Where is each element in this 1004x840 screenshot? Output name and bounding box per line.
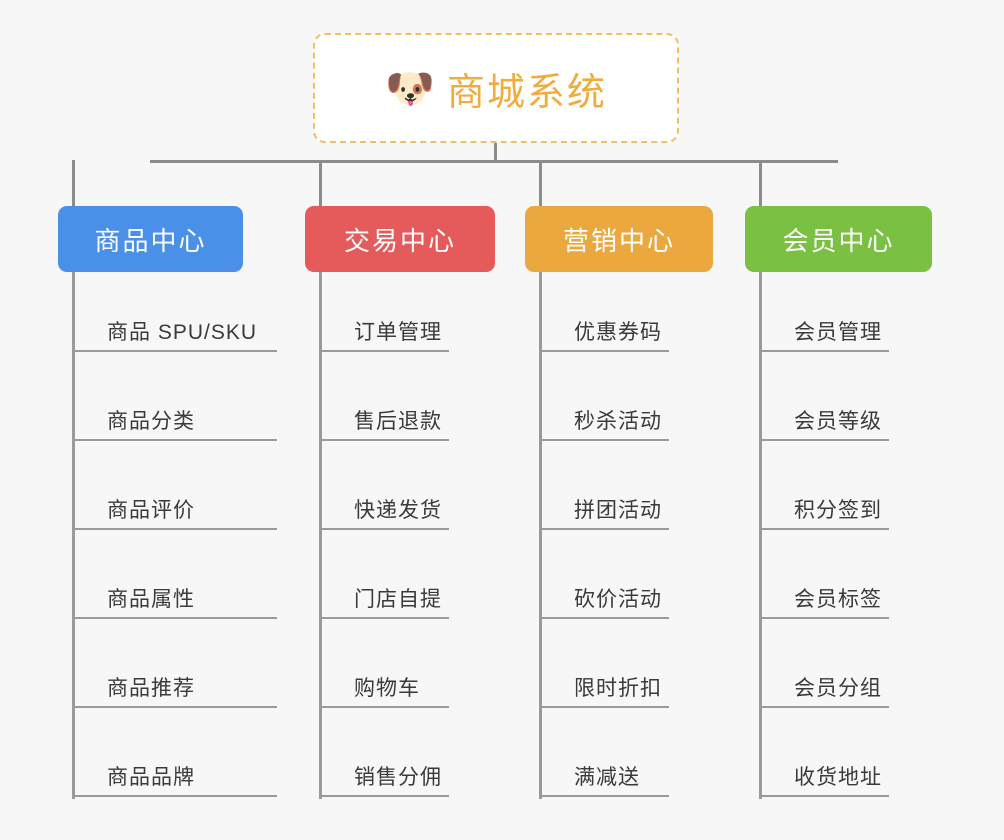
connector-branch-stem-product-center bbox=[72, 160, 75, 206]
branch-header-marketing-center[interactable]: 营销中心 bbox=[525, 206, 713, 272]
branch-trunk-marketing-center bbox=[539, 272, 542, 799]
leaf-underline bbox=[319, 795, 449, 797]
branch-trunk-member-center bbox=[759, 272, 762, 799]
leaf-item-label: 会员分组 bbox=[794, 677, 882, 700]
dog-face-icon: 🐶 bbox=[385, 67, 435, 111]
leaf-item-label: 优惠券码 bbox=[574, 321, 662, 344]
root-title: 商城系统 bbox=[446, 71, 607, 114]
leaf-item-label: 售后退款 bbox=[354, 410, 442, 433]
leaf-item-label: 购物车 bbox=[354, 677, 420, 700]
leaf-item-label: 会员等级 bbox=[794, 410, 882, 433]
leaf-item-label: 快递发货 bbox=[354, 499, 442, 522]
leaf-underline bbox=[72, 706, 277, 708]
leaf-underline bbox=[539, 439, 669, 441]
leaf-item-label: 门店自提 bbox=[354, 588, 442, 611]
leaf-underline bbox=[319, 350, 449, 352]
leaf-item-label: 会员标签 bbox=[794, 588, 882, 611]
branch-header-trade-center[interactable]: 交易中心 bbox=[305, 206, 495, 272]
leaf-item-label: 商品 SPU/SKU bbox=[107, 321, 258, 344]
leaf-underline bbox=[319, 706, 449, 708]
leaf-underline bbox=[539, 706, 669, 708]
leaf-underline bbox=[319, 617, 449, 619]
leaf-item-label: 收货地址 bbox=[794, 766, 882, 789]
branch-header-member-center[interactable]: 会员中心 bbox=[745, 206, 932, 272]
leaf-item-label: 会员管理 bbox=[794, 321, 882, 344]
leaf-underline bbox=[759, 617, 889, 619]
leaf-underline bbox=[759, 528, 889, 530]
leaf-underline bbox=[539, 528, 669, 530]
leaf-underline bbox=[72, 439, 277, 441]
leaf-item-label: 积分签到 bbox=[794, 499, 882, 522]
leaf-item-label: 商品属性 bbox=[107, 588, 195, 611]
leaf-item-label: 秒杀活动 bbox=[574, 410, 662, 433]
connector-branch-stem-marketing-center bbox=[539, 160, 542, 206]
branch-header-label: 会员中心 bbox=[782, 225, 895, 256]
leaf-item-label: 商品推荐 bbox=[107, 677, 195, 700]
branch-header-label: 营销中心 bbox=[562, 225, 675, 256]
connector-branch-stem-member-center bbox=[759, 160, 762, 206]
leaf-underline bbox=[539, 350, 669, 352]
leaf-underline bbox=[759, 439, 889, 441]
leaf-underline bbox=[759, 350, 889, 352]
leaf-item-label: 商品品牌 bbox=[107, 766, 195, 789]
leaf-item-label: 商品评价 bbox=[107, 499, 195, 522]
leaf-underline bbox=[72, 528, 277, 530]
leaf-item-label: 拼团活动 bbox=[574, 499, 662, 522]
leaf-item-label: 销售分佣 bbox=[354, 766, 442, 789]
connector-root-stem bbox=[494, 143, 497, 163]
leaf-underline bbox=[539, 617, 669, 619]
branch-header-label: 商品中心 bbox=[94, 225, 207, 256]
root-node[interactable]: 🐶 商城系统 bbox=[313, 33, 679, 143]
branch-trunk-trade-center bbox=[319, 272, 322, 799]
leaf-underline bbox=[72, 795, 277, 797]
leaf-underline bbox=[759, 706, 889, 708]
connector-horizontal-bus bbox=[150, 160, 838, 163]
leaf-underline bbox=[72, 617, 277, 619]
leaf-item-label: 商品分类 bbox=[107, 410, 195, 433]
leaf-item-label: 砍价活动 bbox=[574, 588, 662, 611]
leaf-underline bbox=[319, 439, 449, 441]
leaf-item-label: 限时折扣 bbox=[574, 677, 662, 700]
leaf-underline bbox=[539, 795, 669, 797]
leaf-underline bbox=[72, 350, 277, 352]
branch-trunk-product-center bbox=[72, 272, 75, 799]
leaf-underline bbox=[759, 795, 889, 797]
leaf-underline bbox=[319, 528, 449, 530]
branch-header-product-center[interactable]: 商品中心 bbox=[58, 206, 243, 272]
leaf-item-label: 满减送 bbox=[574, 766, 640, 789]
branch-header-label: 交易中心 bbox=[343, 225, 456, 256]
leaf-item-label: 订单管理 bbox=[354, 321, 442, 344]
connector-branch-stem-trade-center bbox=[319, 160, 322, 206]
